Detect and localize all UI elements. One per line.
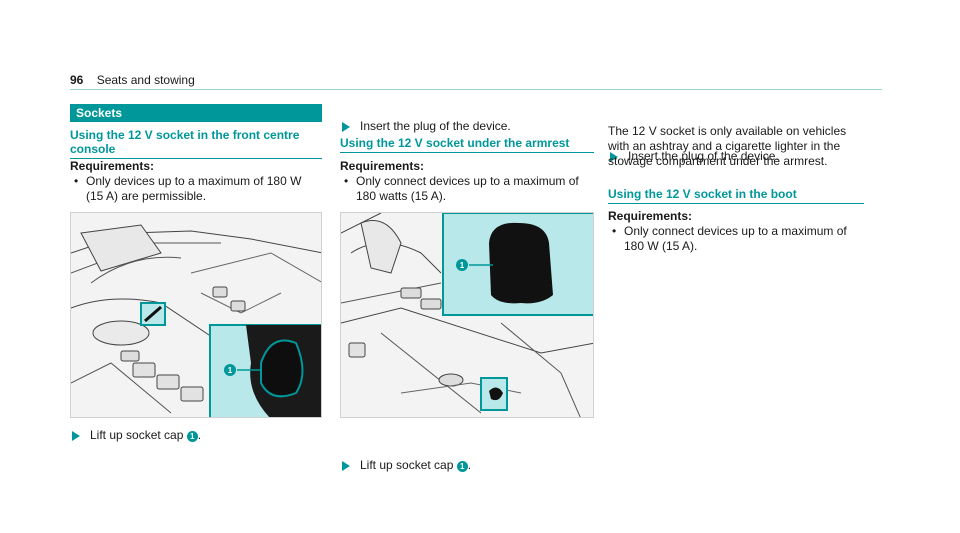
header-rule	[70, 89, 882, 90]
figure-front-console: 1	[70, 212, 322, 418]
step-text: Insert the plug of the device.	[360, 119, 511, 133]
armrest-illustration: 1	[341, 213, 593, 417]
requirements-title: Requirements:	[340, 159, 425, 173]
subhead-boot: Using the 12 V socket in the boot	[608, 187, 864, 204]
figure-callout-1: 1	[460, 261, 465, 270]
figure-armrest: 1	[340, 212, 594, 418]
requirements-block-1: Requirements: • Only devices up to a max…	[70, 159, 322, 204]
step-end: .	[197, 428, 202, 442]
bullet-icon: •	[344, 174, 349, 188]
requirements-block-3: Requirements: • Only connect devices up …	[608, 209, 864, 254]
arrow-right-icon	[72, 431, 80, 441]
requirements-block-2: Requirements: • Only connect devices up …	[340, 159, 594, 204]
requirement-text: Only connect devices up to a maximum of …	[356, 174, 579, 203]
callout-badge: 1	[186, 431, 198, 442]
requirement-text: Only connect devices up to a maximum of …	[624, 224, 847, 253]
subhead-armrest: Using the 12 V socket under the armrest	[340, 136, 594, 153]
page-number: 96	[70, 73, 84, 87]
section-banner: Sockets	[70, 104, 322, 122]
step-text: Lift up socket cap	[360, 458, 454, 472]
arrow-right-icon	[610, 152, 618, 162]
requirements-title: Requirements:	[608, 209, 693, 223]
requirement-item: • Only devices up to a maximum of 180 W …	[70, 174, 322, 204]
requirement-text: Only devices up to a maximum of 180 W (1…	[86, 174, 302, 203]
page-header: 96 Seats and stowing	[70, 73, 882, 91]
arrow-right-icon	[342, 122, 350, 132]
step-text: Insert the plug of the device.	[628, 149, 779, 163]
front-console-illustration: 1	[71, 213, 321, 417]
requirement-item: • Only connect devices up to a maximum o…	[608, 224, 864, 254]
subhead-front-console: Using the 12 V socket in the front centr…	[70, 128, 322, 159]
figure-callout-1: 1	[228, 366, 233, 375]
step-end: .	[467, 458, 472, 472]
page-header-title: Seats and stowing	[96, 73, 195, 87]
step-insert-plug-2: Insert the plug of the device.	[608, 149, 864, 164]
requirements-title: Requirements:	[70, 159, 155, 173]
availability-paragraph: The 12 V socket is only available on veh…	[608, 124, 847, 168]
arrow-right-icon	[342, 461, 350, 471]
step-lift-cap-1: Lift up socket cap 1.	[70, 428, 322, 443]
step-text: Lift up socket cap	[90, 428, 184, 442]
requirement-item: • Only connect devices up to a maximum o…	[340, 174, 594, 204]
bullet-icon: •	[74, 174, 79, 188]
bullet-icon: •	[612, 224, 617, 238]
callout-badge: 1	[456, 461, 468, 472]
step-lift-cap-2: Lift up socket cap 1.	[340, 458, 594, 473]
step-insert-plug-1: Insert the plug of the device.	[340, 119, 594, 134]
